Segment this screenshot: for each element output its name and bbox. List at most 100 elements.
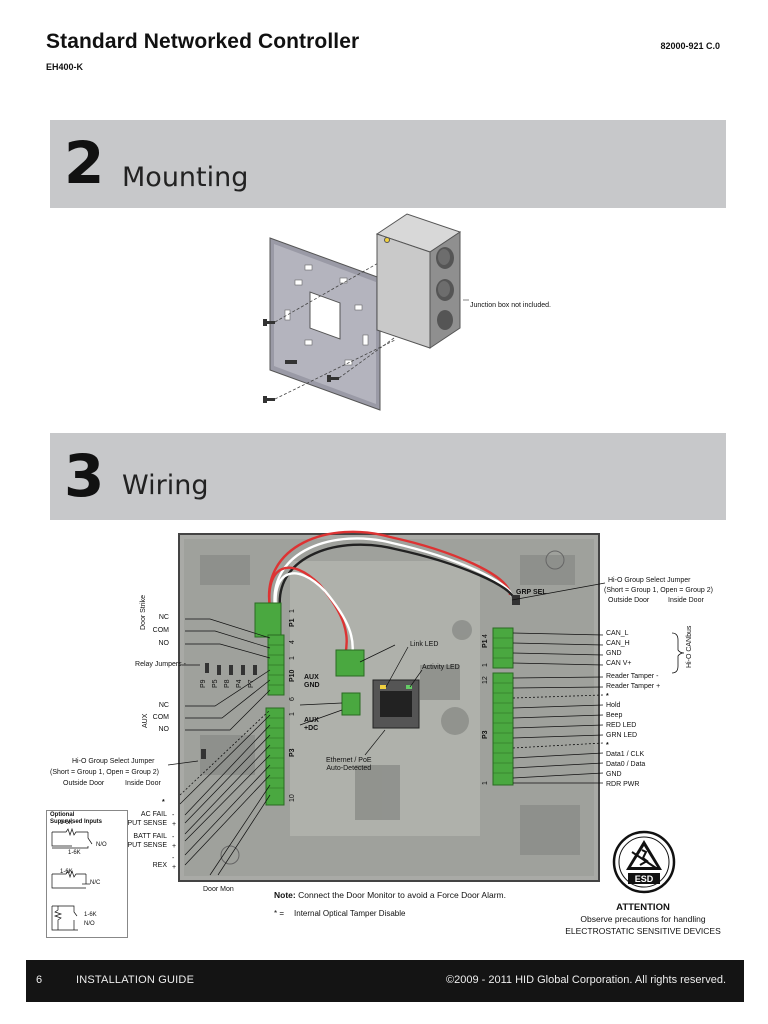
hio-canbus-label: Hi-O CANbus — [686, 625, 693, 668]
data1-label: Data1 / CLK — [606, 751, 645, 758]
com-label: COM — [152, 714, 169, 721]
input-sense-label: INPUT SENSE — [120, 820, 167, 827]
page-number: 6 — [36, 974, 43, 986]
p1-right-label: P1 — [482, 639, 489, 648]
resistor-value: 1-6K — [60, 869, 73, 875]
esd-badge-text: ESD — [635, 874, 654, 884]
pin-number: 1 — [289, 712, 296, 716]
reader-tamper-minus-label: Reader Tamper - — [606, 673, 659, 680]
section-number: 2 — [64, 129, 105, 197]
p1-label: P1 — [289, 618, 296, 627]
tamper-text: Internal Optical Tamper Disable — [294, 909, 406, 918]
resistor-value: 1-6K — [60, 820, 73, 826]
grn-led-label: GRN LED — [606, 732, 638, 739]
door-monitor-note: Note: Connect the Door Monitor to avoid … — [274, 890, 506, 900]
p3-right-label: P3 — [482, 730, 489, 739]
hio-jumper-desc: (Short = Group 1, Open = Group 2) — [604, 587, 713, 594]
pin-number: 1 — [289, 656, 296, 660]
mounting-illustration — [263, 213, 469, 411]
p3-label: P3 — [289, 748, 296, 757]
no-contact-label: N/O — [84, 921, 95, 927]
wiring-diagram — [167, 530, 685, 882]
wiring-section-header: 3 Wiring — [50, 433, 726, 520]
note-text: Connect the Door Monitor to avoid a Forc… — [295, 890, 506, 900]
door-strike-label: Door Strike — [140, 594, 147, 630]
page-footer: 6 INSTALLATION GUIDE ©2009 - 2011 HID Gl… — [26, 960, 744, 1002]
pin-number: 1 — [482, 663, 489, 667]
can-h-label: CAN_H — [606, 640, 630, 647]
jumper-id: P5 — [212, 679, 219, 688]
resistor-value: 1-6K — [84, 912, 97, 918]
rex-label: REX — [152, 862, 167, 869]
hio-jumper-short: Short = Group 1, Open = Group 2 — [52, 769, 157, 776]
hio-jumper-title: Hi-O Group Select Jumper — [608, 577, 691, 584]
reader-tamper-plus-label: Reader Tamper + — [606, 683, 661, 690]
can-v-label: CAN V+ — [606, 660, 632, 667]
esd-warning-icon: ESD — [612, 830, 676, 894]
aux-label: AUX — [142, 713, 149, 728]
pin-number: 4 — [482, 634, 489, 638]
pin-number: 6 — [289, 697, 296, 701]
polarity-plus: + — [172, 843, 177, 850]
input-sense-label: INPUT SENSE — [120, 842, 167, 849]
nc-label: NC — [158, 614, 169, 621]
link-led-label: Link LED — [410, 641, 439, 648]
outside-door-label: Outside Door — [63, 780, 105, 787]
section-label: Wiring — [122, 470, 209, 501]
no-contact-label: N/O — [96, 842, 107, 848]
mounting-section-header: 2 Mounting — [50, 120, 726, 208]
copyright: ©2009 - 2011 HID Global Corporation. All… — [446, 974, 726, 986]
attention-heading: ATTENTION — [616, 902, 670, 913]
aux-dc-label: AUX +DC — [304, 717, 319, 732]
jumper-id: P4 — [236, 679, 243, 688]
com-label: COM — [152, 627, 169, 634]
tamper-note: * = Internal Optical Tamper Disable — [274, 909, 405, 918]
hio-jumper-desc: (Short = Group 1, Open = Group 2) — [50, 769, 159, 776]
pin-number: 1 — [482, 781, 489, 785]
esd-instruction: Observe precautions for handling — [580, 914, 706, 924]
section-number: 3 — [64, 442, 105, 510]
pin-number: 4 — [289, 640, 296, 644]
inside-door-label: Inside Door — [668, 597, 704, 604]
gnd-label: GND — [606, 771, 622, 778]
polarity-minus: - — [172, 855, 175, 862]
supervised-inputs-title: Optional Supervised Inputs — [50, 812, 103, 825]
red-led-label: RED LED — [606, 722, 637, 729]
aux-gnd-label: AUX GND — [304, 674, 320, 689]
polarity-plus: + — [172, 864, 177, 871]
esd-devices: ELECTROSTATIC SENSITIVE DEVICES — [565, 926, 721, 936]
relay-jumpers-label: Relay Jumpers - — [135, 661, 186, 668]
hio-jumper-title: Hi-O Group Select Jumper — [72, 758, 155, 765]
outside-door-label: Outside Door — [608, 597, 650, 604]
gnd-label: GND — [606, 650, 622, 657]
tamper-star: * — [606, 742, 609, 749]
document-number: 82000-921 C.0 — [660, 41, 720, 51]
rdr-pwr-label: RDR PWR — [606, 781, 640, 788]
model-number: EH400-K — [46, 62, 84, 72]
p10-label: P10 — [289, 669, 296, 682]
nc-label: NC — [158, 702, 169, 709]
pin-number: 1 — [289, 609, 296, 613]
ethernet-label: Ethernet / PoE Auto-Detected — [326, 757, 372, 772]
no-label: NO — [158, 726, 170, 733]
resistor-value: 1-6K — [68, 850, 81, 856]
door-mon-label: Door Mon — [203, 886, 234, 893]
page-title: Standard Networked Controller — [46, 30, 360, 53]
activity-led-label: Activity LED — [422, 664, 460, 671]
data0-label: Data0 / Data — [606, 761, 646, 768]
hold-label: Hold — [606, 702, 621, 709]
note-label: Note: — [274, 890, 296, 900]
section-label: Mounting — [122, 162, 249, 193]
guide-title: INSTALLATION GUIDE — [76, 974, 195, 986]
jumper-id: P9 — [200, 679, 207, 688]
tamper-star: * — [162, 799, 165, 806]
tamper-star: * = — [274, 909, 285, 918]
nc-contact-label: N/C — [90, 880, 101, 886]
ac-fail-label: AC FAIL — [140, 811, 167, 818]
polarity-plus: + — [172, 821, 177, 828]
tamper-star: * — [606, 693, 609, 700]
jumper-id: P7 — [248, 679, 255, 688]
no-label: NO — [158, 640, 170, 647]
inside-door-label: Inside Door — [125, 780, 161, 787]
polarity-minus: - — [172, 812, 175, 819]
